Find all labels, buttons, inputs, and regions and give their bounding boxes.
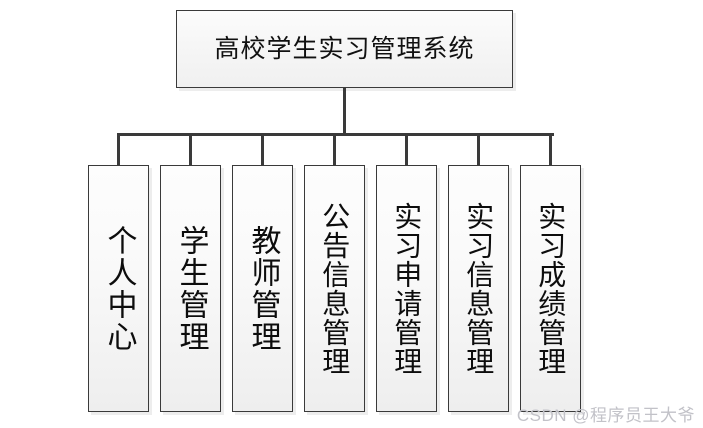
- node-internship-grade-management[interactable]: 实习成绩管理: [520, 165, 581, 412]
- node-label-3: 教师管理: [246, 224, 280, 353]
- drop-connector-1: [117, 133, 120, 165]
- node-internship-info-management[interactable]: 实习信息管理: [448, 165, 509, 412]
- node-label-6: 实习信息管理: [463, 201, 495, 376]
- drop-connector-2: [189, 133, 192, 165]
- drop-connector-4: [333, 133, 336, 165]
- node-student-management[interactable]: 学生管理: [160, 165, 221, 412]
- drop-connector-3: [261, 133, 264, 165]
- node-label-2: 学生管理: [174, 224, 208, 353]
- drop-connector-5: [405, 133, 408, 165]
- root-node-label: 高校学生实习管理系统: [214, 34, 475, 63]
- node-label-1: 个人中心: [102, 224, 136, 353]
- root-node-system[interactable]: 高校学生实习管理系统: [176, 10, 513, 88]
- node-label-5: 实习申请管理: [391, 201, 423, 376]
- node-internship-application-management[interactable]: 实习申请管理: [376, 165, 437, 412]
- node-label-7: 实习成绩管理: [535, 201, 567, 376]
- node-announcement-info-management[interactable]: 公告信息管理: [304, 165, 365, 412]
- watermark-text: CSDN @程序员王大爷: [516, 406, 695, 425]
- node-teacher-management[interactable]: 教师管理: [232, 165, 293, 412]
- trunk-connector: [343, 88, 346, 133]
- drop-connector-7: [549, 133, 552, 165]
- drop-connector-6: [477, 133, 480, 165]
- node-personal-center[interactable]: 个人中心: [88, 165, 149, 412]
- node-label-4: 公告信息管理: [319, 201, 351, 376]
